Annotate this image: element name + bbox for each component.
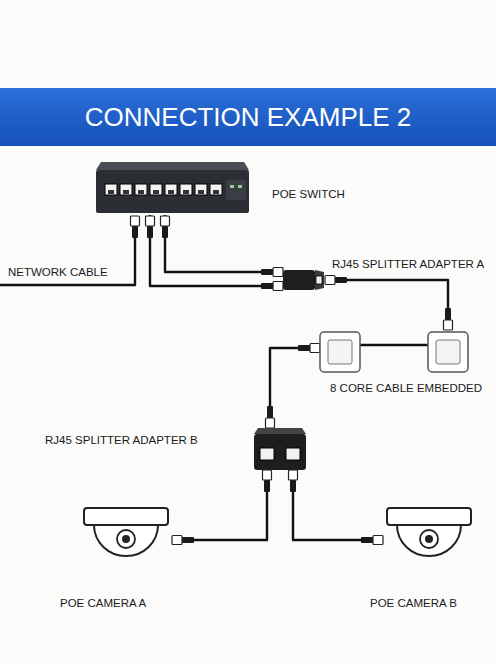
network-cable [0,216,135,285]
ethernet-cable [270,348,318,428]
device-node: POE SWITCH [95,160,250,215]
port-notch [183,190,189,194]
rj45-plug [361,536,383,545]
device-label: POE CAMERA B [370,597,457,611]
title-text: CONNECTION EXAMPLE 2 [0,88,496,146]
rj45-plug [263,470,272,492]
rj45-plug [146,216,155,238]
rj45-plug [266,406,275,428]
dome-camera-icon [80,505,172,559]
switch-port [195,184,207,195]
ethernet-cable [150,215,283,286]
port-notch [213,190,219,194]
rj45-plug [261,282,283,291]
rj45-plug [289,470,298,492]
device-node: RJ45 SPLITTER ADAPTER B [250,428,310,470]
switch-port [135,184,147,195]
switch-port [105,184,117,195]
device-label: 8 CORE CABLE EMBEDDED [330,382,482,396]
device-label: RJ45 SPLITTER ADAPTER A [332,258,484,272]
ethernet-cable [293,470,383,540]
port-notch [123,190,129,194]
dome-camera-icon [383,505,475,559]
cable-label: NETWORK CABLE [8,266,108,280]
device-node: POE CAMERA B [383,505,475,559]
device-node: 8 CORE CABLE EMBEDDED [318,330,470,376]
port-notch [138,190,144,194]
device-label: POE SWITCH [272,188,345,202]
device-node: RJ45 SPLITTER ADAPTER A [283,268,325,290]
switch-port [120,184,132,195]
rj45-plug [261,268,283,277]
splitter-icon [283,268,325,290]
rj45-plug [444,308,453,330]
ethernet-cable [165,215,283,272]
rj45-plug [172,536,194,545]
port-notch [108,190,114,194]
switch-port [150,184,162,195]
rj45-plug [161,216,170,238]
rj45-plug [298,344,320,353]
ethernet-cable [325,280,448,330]
port-notch [168,190,174,194]
port-notch [153,190,159,194]
splitter-icon [250,428,310,470]
device-label: RJ45 SPLITTER ADAPTER B [45,434,198,448]
rj45-plug [131,216,140,238]
switch-port [165,184,177,195]
switch-port [210,184,222,195]
switch-port [180,184,192,195]
switch-icon [95,160,250,215]
ethernet-cable [172,470,267,540]
wall-plates-icon [318,330,470,376]
device-label: POE CAMERA A [60,597,146,611]
rj45-plug [325,276,347,285]
port-notch [198,190,204,194]
device-node: POE CAMERA A [80,505,172,559]
